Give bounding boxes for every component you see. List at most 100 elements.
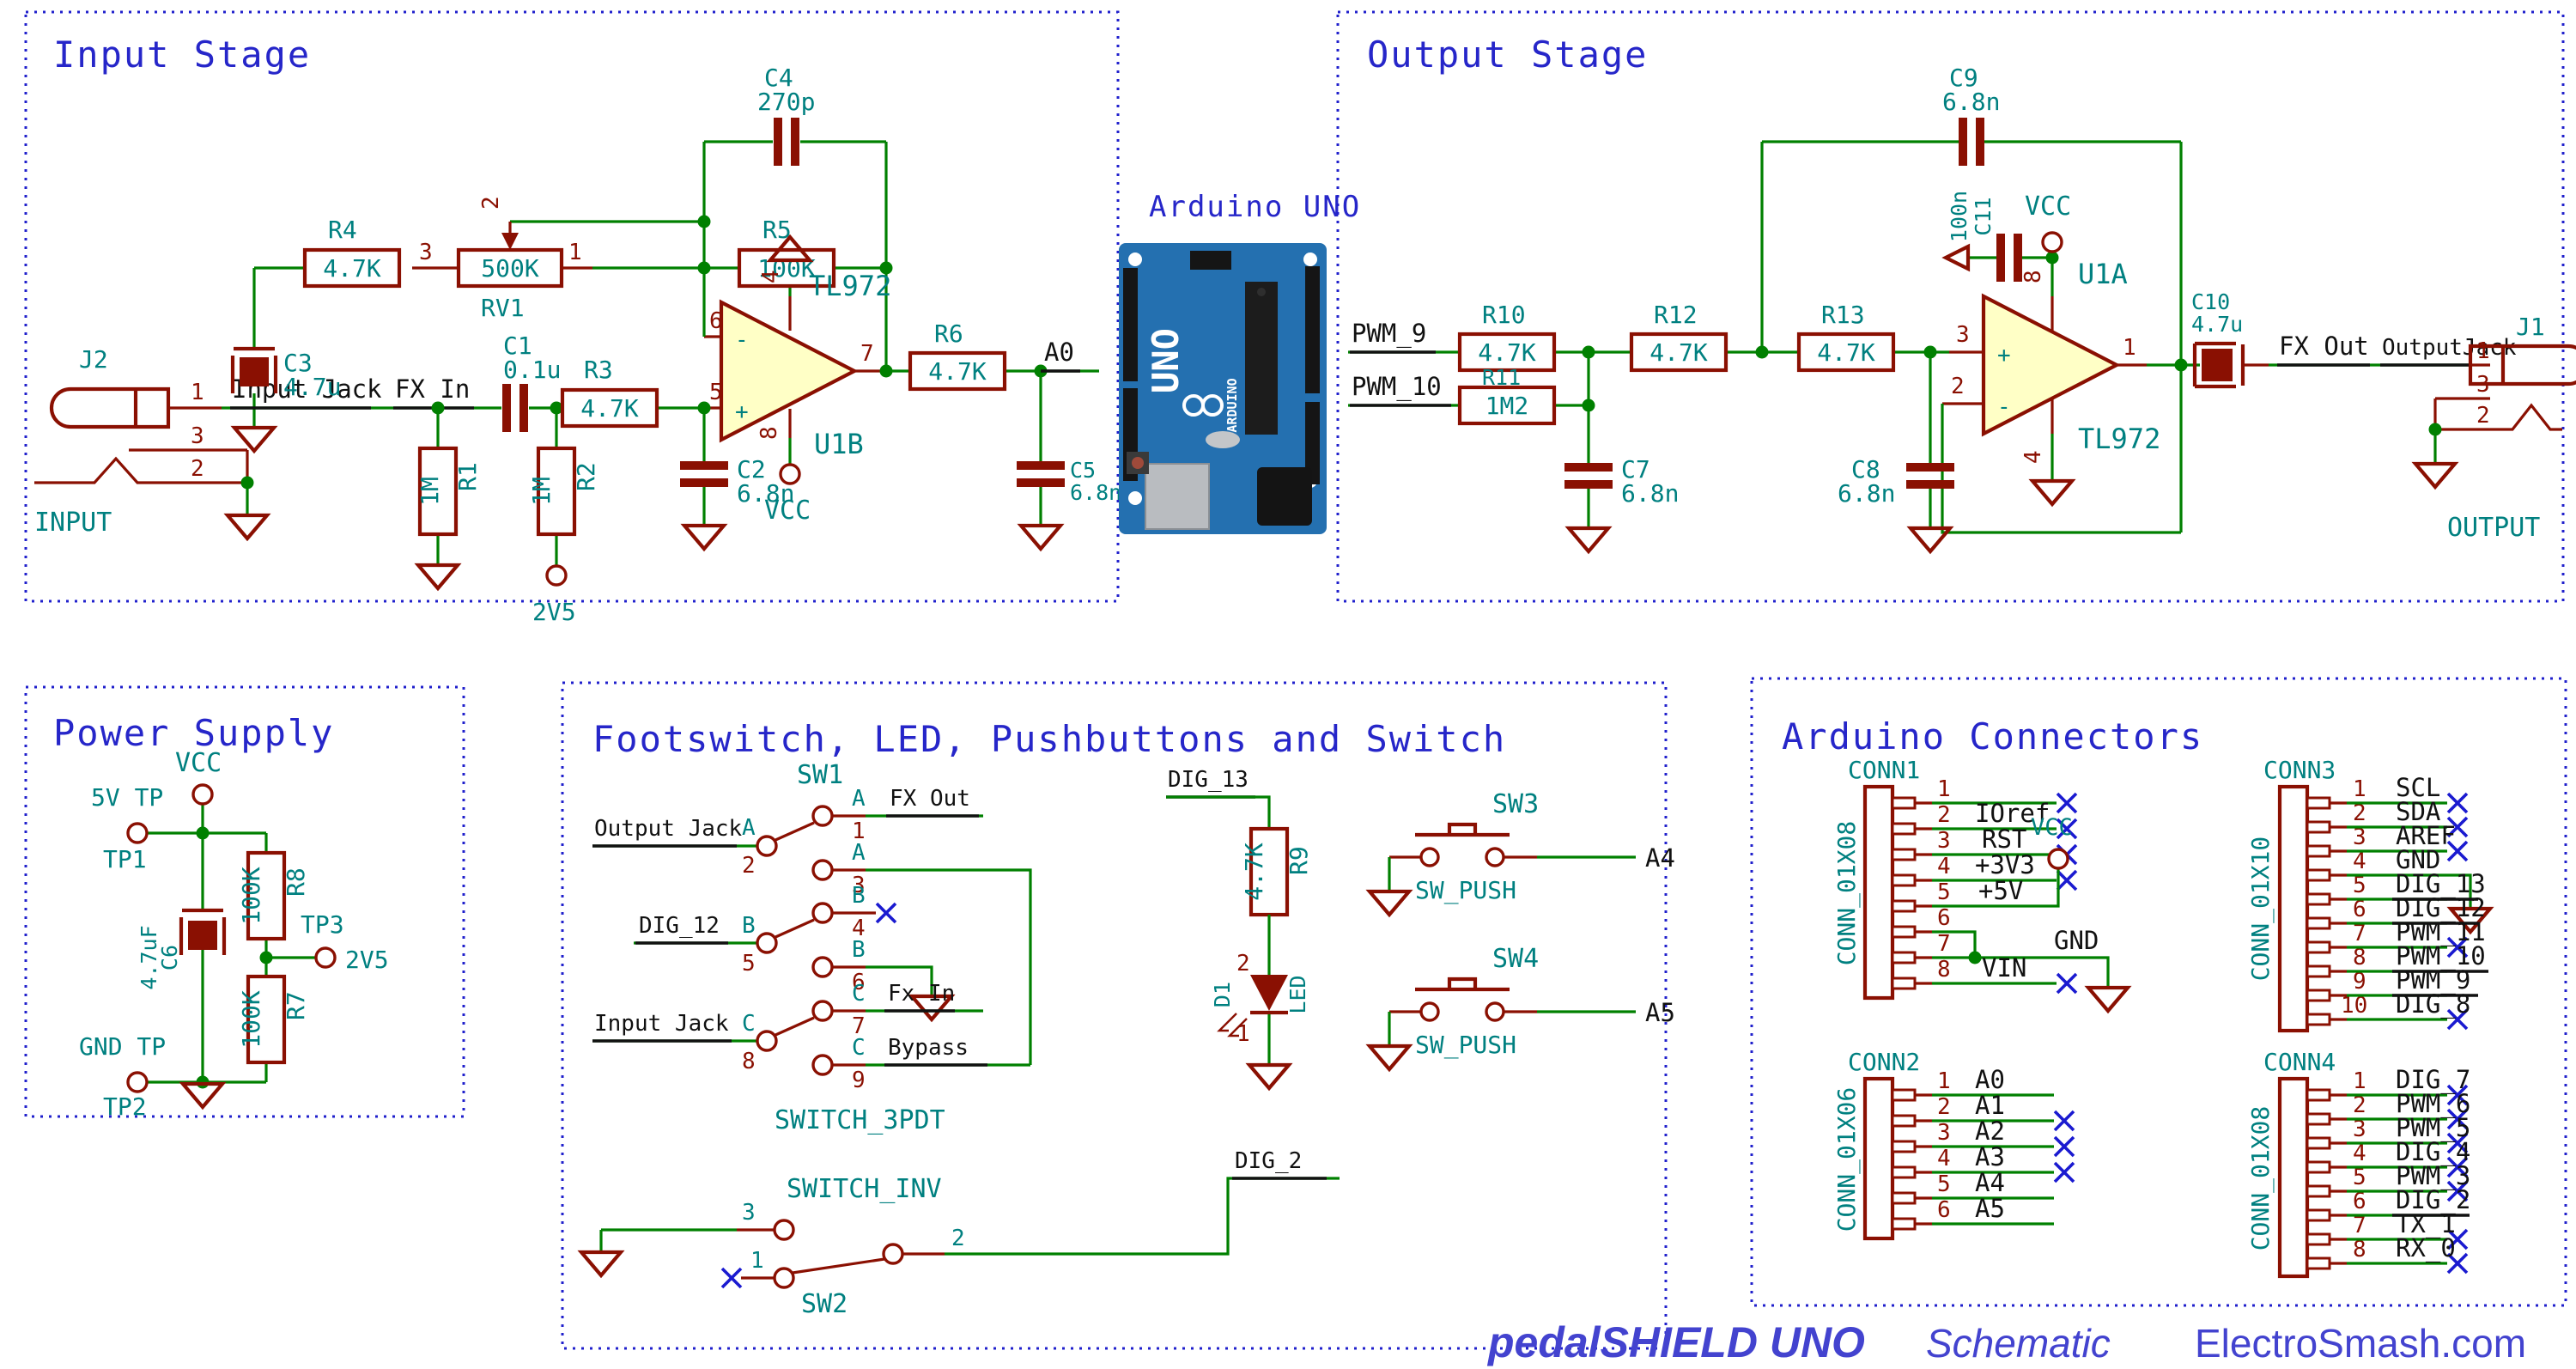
conn3-label-aref: AREF	[2396, 821, 2456, 850]
power-supply-border	[24, 685, 465, 1118]
sw1-a3-letter: A	[852, 840, 866, 866]
conn1-label-3v3: +3V3	[1975, 850, 2035, 879]
jack-j2-pin2: 2	[191, 456, 204, 482]
switch-contact	[773, 1267, 795, 1289]
junction-dot	[196, 826, 210, 840]
svg-text:6: 6	[1937, 1197, 1951, 1223]
capacitor-c6: 4.7uF C6	[137, 908, 227, 990]
arduino-connectors-title: Arduino Connectors	[1782, 715, 2203, 758]
capacitor-c4-value: 270p	[757, 88, 815, 116]
svg-text:6: 6	[2353, 1189, 2366, 1214]
jack-j1: J1 1 3 2 OUTPUT	[2415, 313, 2576, 543]
net-label-a5: A5	[1645, 998, 1675, 1027]
sw1-b4-letter: B	[852, 883, 866, 909]
sw2-part: SWITCH_INV	[787, 1174, 942, 1204]
switch-contact	[811, 956, 834, 978]
tp1-name: 5V TP	[91, 783, 163, 812]
potentiometer-rv1-pin3: 3	[419, 240, 433, 265]
conn2-label-a3: A3	[1975, 1142, 2005, 1171]
arduino-usb-port	[1145, 463, 1210, 530]
footer-doc-type: Schematic	[1926, 1321, 2111, 1366]
opamp-u1b-pin7: 7	[860, 341, 874, 367]
net-label-dig13: DIG_13	[1168, 767, 1249, 793]
sw4-pushbutton: SW4 SW_PUSH A5	[1370, 944, 1675, 1069]
gnd-icon	[1021, 526, 1060, 549]
opamp-u1a-pin8: 8	[2020, 270, 2046, 283]
conn4-label-pwm3: PWM_3	[2396, 1161, 2470, 1191]
conn4-label-dig7: DIG_7	[2396, 1065, 2470, 1095]
gnd-icon	[1569, 528, 1608, 551]
conn2-label-a5: A5	[1975, 1194, 2005, 1223]
opamp-u1a-pin3: 3	[1956, 322, 1970, 348]
footer: pedalSHIELD UNO Schematic ElectroSmash.c…	[1486, 1318, 2526, 1366]
sw1-b6-letter: B	[852, 937, 866, 963]
gnd-icon	[1370, 891, 1409, 915]
conn4-label-pwm5: PWM_5	[2396, 1113, 2470, 1143]
resistor-r8-ref: R8	[282, 867, 310, 897]
sw1-a1-letter: A	[852, 786, 866, 812]
opamp-u1a-part: TL972	[2078, 423, 2160, 455]
led-d1-symbol	[1250, 975, 1288, 1011]
switch-contact	[882, 1243, 904, 1265]
net-label-input-jack: Input Jack	[594, 1011, 729, 1037]
sw1-3pdt: Output Jack A 2 A 1 FX Out A 3 DIG_12 B …	[592, 786, 1032, 1135]
arduino-connectors-section: Arduino Connectors CONN1 CONN_01X08 1 2 …	[1750, 677, 2567, 1307]
sw1-b6-pin: 6	[852, 970, 866, 995]
svg-text:1: 1	[2353, 776, 2366, 802]
sw1-b-common-pin: 5	[742, 951, 756, 977]
svg-text:5: 5	[1937, 879, 1951, 905]
svg-text:7: 7	[1937, 931, 1951, 957]
sw1-b-common-letter: B	[742, 913, 756, 939]
svg-text:5: 5	[1937, 1171, 1951, 1197]
conn4-label-dig2: DIG_2	[2396, 1185, 2470, 1215]
resistor-r10-ref: R10	[1482, 301, 1526, 329]
input-stage-title: Input Stage	[53, 33, 311, 76]
tp3-ref: TP3	[301, 910, 344, 939]
conn2-label-a0: A0	[1975, 1065, 2005, 1094]
output-stage-wires	[1348, 140, 2490, 534]
sw1-a3-pin: 3	[852, 873, 866, 898]
conn3-label-gnd: GND	[2396, 845, 2440, 874]
switch-contact	[811, 859, 834, 881]
net-label-2v5: 2V5	[532, 598, 576, 626]
arduino-logo-uno: UNO	[1145, 328, 1187, 393]
opamp-u1b: - + 6 5 7 4 8 TL972 U1B	[709, 270, 891, 460]
svg-text:3: 3	[2353, 1116, 2366, 1142]
noconnect-icon	[875, 902, 897, 924]
net-label-pwm9: PWM_9	[1352, 319, 1426, 349]
capacitor-c1-value: 0.1u	[503, 356, 561, 384]
svg-text:3: 3	[1937, 828, 1951, 854]
gnd-icon	[418, 565, 458, 588]
testpoint-tp1	[126, 822, 149, 844]
capacitor-c8	[1906, 463, 1954, 489]
svg-text:2: 2	[2353, 1092, 2366, 1118]
opamp-u1b-ref: U1B	[814, 428, 864, 460]
svg-text:8: 8	[2353, 1237, 2366, 1263]
opamp-u1a-pin4: 4	[2020, 450, 2046, 464]
sw1-c9-letter: C	[852, 1035, 866, 1061]
net-label-bypass: Bypass	[888, 1035, 969, 1061]
resistor-r4-ref: R4	[328, 216, 357, 244]
svg-text:3: 3	[1937, 1120, 1951, 1146]
sw1-a-common-pin: 2	[742, 853, 756, 879]
conn1-label-ioref: IOref	[1975, 799, 2050, 828]
noconnect-icon	[2053, 1161, 2075, 1183]
noconnect-icon	[2446, 792, 2469, 814]
tp2-ref: TP2	[103, 1092, 147, 1121]
resistor-r7-value: 100K	[237, 990, 265, 1049]
opamp-u1b-plus: +	[735, 399, 749, 425]
svg-text:9: 9	[2353, 969, 2366, 995]
jack-symbol	[52, 389, 168, 427]
led-branch: DIG_13 4.7K R9 2 D1 LED 1	[1166, 767, 1313, 1088]
capacitor-c9	[1959, 118, 1984, 166]
capacitor-c2-ref: C2	[737, 455, 766, 484]
sw2-pin2: 2	[951, 1226, 965, 1251]
jack-j1-pin3: 3	[2476, 372, 2490, 398]
noconnect-icon	[2053, 1135, 2075, 1158]
capacitor-c11-ref: C11	[1971, 197, 1996, 235]
gnd-icon	[2032, 481, 2072, 504]
opamp-u1b-pin6: 6	[709, 308, 723, 334]
input-port-label: INPUT	[34, 508, 112, 538]
capacitor-c6-ref: C6	[157, 945, 182, 970]
capacitor-c3: C3 4.7u	[230, 346, 341, 401]
